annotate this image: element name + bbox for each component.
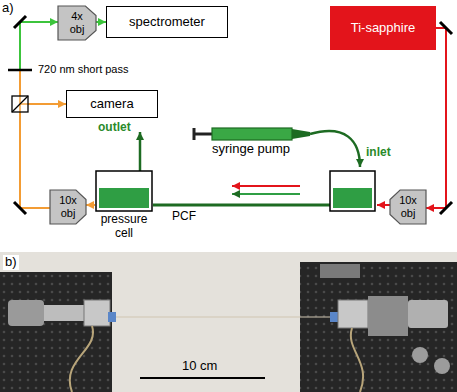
syringe-barrel xyxy=(212,128,292,140)
pressure-cell-shape xyxy=(95,170,153,212)
breadboard xyxy=(300,262,457,392)
mount xyxy=(368,296,408,336)
fiber xyxy=(153,204,330,207)
beamsplitter-cube xyxy=(12,96,28,112)
objective-lens: 10x obj xyxy=(50,190,86,224)
laser-beam xyxy=(377,204,390,206)
knob xyxy=(412,347,428,363)
fiber-cap xyxy=(330,312,338,322)
mirror xyxy=(14,16,26,28)
beam-path xyxy=(20,22,58,208)
laser-box: Ti-sapphire xyxy=(330,6,436,50)
mirror xyxy=(14,202,26,214)
objective-outline xyxy=(50,190,86,224)
node-label: Ti-sapphire xyxy=(351,21,416,36)
knob xyxy=(434,358,450,374)
tube xyxy=(70,326,93,392)
mount xyxy=(44,305,84,321)
syringe-pump-shape xyxy=(192,126,310,142)
beamsplitter-diagonal xyxy=(12,96,28,112)
pressure-cell-right xyxy=(330,171,375,211)
beam-path xyxy=(96,21,106,23)
filter-label: 720 nm short pass xyxy=(38,63,129,76)
objective-outline xyxy=(390,190,426,224)
camera-box: camera xyxy=(66,90,158,118)
node-label: spectrometer xyxy=(129,15,205,30)
objective-lens: 4x obj xyxy=(58,6,96,40)
outlet-label: outlet xyxy=(98,121,131,135)
light-direction-arrow xyxy=(232,185,300,187)
tube xyxy=(351,328,363,392)
scale-label: 10 cm xyxy=(182,359,217,374)
objective-photo xyxy=(408,300,448,328)
fiber-photo xyxy=(116,316,330,317)
breadboard xyxy=(0,272,112,392)
mirror xyxy=(440,202,452,214)
node-label: pressure cell xyxy=(95,170,153,241)
node-label: 4x obj xyxy=(65,10,89,35)
syringe-tip xyxy=(292,129,310,139)
node-label: syringe pump xyxy=(192,126,310,157)
cell-liquid xyxy=(333,188,372,208)
inlet-tube xyxy=(310,131,360,167)
flow-direction-arrow xyxy=(232,193,300,195)
beam-path xyxy=(86,204,95,206)
fiber-label: PCF xyxy=(172,210,196,224)
objective-outline xyxy=(58,6,96,40)
fiber-cap xyxy=(108,312,116,322)
scale-bar xyxy=(140,377,265,379)
objective-lens: 10x obj xyxy=(390,190,426,224)
spectrometer-box: spectrometer xyxy=(106,6,228,38)
node-label: camera xyxy=(90,97,133,112)
syringe-pump: syringe pump xyxy=(192,126,310,159)
inlet-label: inlet xyxy=(366,146,391,160)
pressure-cell-photo xyxy=(338,300,368,328)
node-label: 10x obj xyxy=(56,194,80,219)
pressure-cell-photo xyxy=(84,300,110,326)
panel-label: b) xyxy=(3,255,19,270)
plunger-rod xyxy=(194,133,212,136)
beam-path xyxy=(426,28,446,208)
panel-label: a) xyxy=(2,1,14,16)
filter xyxy=(8,69,32,72)
node-label: 10x obj xyxy=(396,194,420,219)
cell-outline xyxy=(96,171,152,211)
mirror xyxy=(440,22,452,34)
photo-background xyxy=(0,252,457,392)
cell-liquid xyxy=(99,188,149,208)
pressure-cell: pressure cell xyxy=(95,170,153,243)
fiber-coupler xyxy=(8,300,44,326)
outlet-tube xyxy=(139,132,142,171)
post xyxy=(320,264,360,278)
